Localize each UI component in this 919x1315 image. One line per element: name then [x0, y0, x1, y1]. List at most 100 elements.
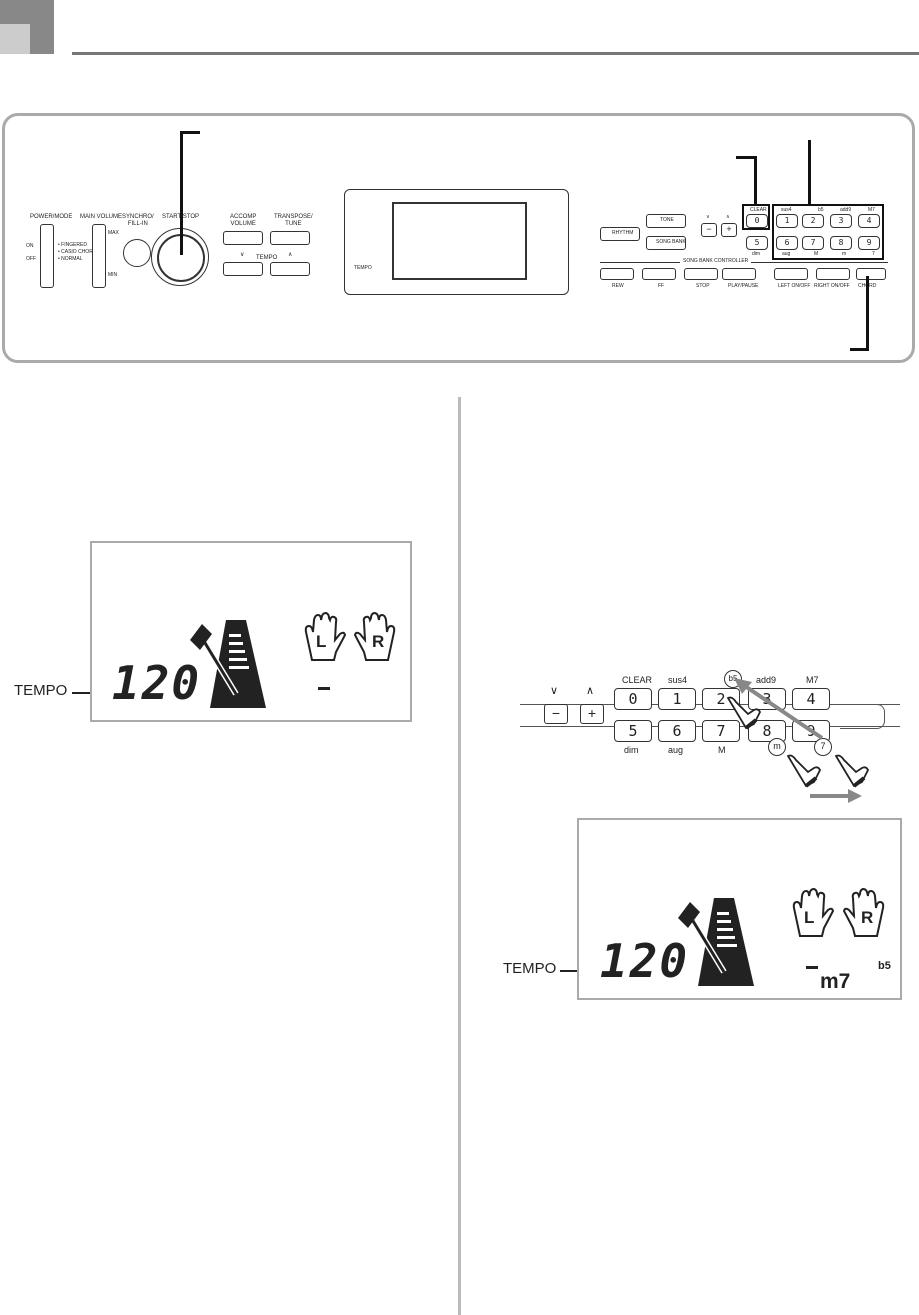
keypad-bracket: [840, 704, 885, 729]
panel-label-m7: M7: [868, 207, 875, 213]
synchro-button[interactable]: [123, 239, 151, 267]
panel-label-aug: aug: [782, 251, 791, 257]
keypad-minus-up-icon: ∨: [550, 685, 559, 697]
panel-label-add9: add9: [840, 207, 852, 213]
left-hand-icon-2: [792, 888, 834, 937]
song-bank-button[interactable]: [646, 236, 686, 250]
keypad-label-aug: aug: [668, 745, 684, 755]
left-on-off-button[interactable]: [774, 268, 808, 280]
left-hand-icon-1: [304, 612, 346, 661]
keypad-key-4[interactable]: 4: [792, 688, 830, 710]
keypad-label-dim: dim: [624, 745, 639, 755]
keypad-plus-up-icon: ∧: [586, 685, 595, 697]
power-mode-switch[interactable]: [40, 224, 54, 288]
lcd-display-1: [90, 541, 412, 722]
volume-max-label: MAX: [108, 230, 119, 236]
main-volume-slider[interactable]: [92, 224, 106, 288]
keyboard-panel: [2, 113, 915, 363]
tempo-label-2: TEMPO: [503, 960, 557, 977]
panel-key-2[interactable]: 2: [802, 214, 824, 228]
rhythm-button[interactable]: [600, 227, 640, 241]
keypad-key-2[interactable]: 2: [702, 688, 740, 710]
panel-minus-button[interactable]: −: [701, 223, 717, 237]
panel-key-9[interactable]: 9: [858, 236, 880, 250]
synchro-label: SYNCHRO/ FILL-IN: [122, 214, 154, 227]
panel-plus-button[interactable]: +: [721, 223, 737, 237]
keypad-label-sus4: sus4: [668, 675, 688, 685]
callout-clear-h: [736, 156, 756, 159]
play-pause-button[interactable]: [722, 268, 756, 280]
metronome-icon-1: [190, 620, 266, 708]
keypad-label-m7: M7: [806, 675, 819, 685]
stop-label: STOP: [696, 283, 710, 289]
right-on-off-button[interactable]: [816, 268, 850, 280]
panel-key-8[interactable]: 8: [830, 236, 852, 250]
lcd-dash-2: [806, 966, 818, 969]
callout-box-chord-keys: [772, 204, 884, 260]
rew-label: REW: [612, 283, 624, 289]
main-volume-label: MAIN VOLUME: [80, 214, 123, 220]
panel-display-screen: [392, 202, 527, 280]
panel-key-6[interactable]: 6: [776, 236, 798, 250]
tempo-value-2: 120: [600, 934, 690, 988]
press-arrow-icon: [734, 678, 824, 740]
keypad-key-1[interactable]: 1: [658, 688, 696, 710]
chord-name: m7: [820, 970, 851, 993]
keypad-circle-7: 7: [814, 738, 832, 756]
panel-display-tempo-label: TEMPO: [354, 265, 372, 271]
stop-button[interactable]: [684, 268, 718, 280]
panel-key-0[interactable]: 0: [746, 214, 768, 228]
keypad-key-6[interactable]: 6: [658, 720, 696, 742]
keypad-plus-button[interactable]: +: [580, 704, 604, 724]
accomp-volume-label: ACCOMP VOLUME: [230, 214, 257, 227]
tempo-down-icon: ∨: [240, 252, 245, 258]
keypad-key-0[interactable]: 0: [614, 688, 652, 710]
rhythm-label: RHYTHM: [612, 230, 634, 236]
tempo-value-1: 120: [112, 656, 202, 710]
panel-plus-up-icon: ∧: [726, 214, 730, 220]
mode-option-normal: • NORMAL: [58, 256, 83, 262]
keypad-key-5[interactable]: 5: [614, 720, 652, 742]
tempo-label: TEMPO: [256, 255, 278, 261]
callout-chord-keys-v: [808, 140, 811, 204]
header-rule: [72, 52, 919, 55]
rew-button[interactable]: [600, 268, 634, 280]
lcd-display-2: [577, 818, 902, 1000]
hand-left-letter-1: L: [316, 632, 327, 651]
song-bank-label: SONG BANK: [656, 239, 686, 245]
panel-label-M: M: [814, 251, 819, 257]
panel-label-b5: b5: [818, 207, 824, 213]
keypad-clear-label: CLEAR: [622, 675, 653, 685]
callout-box-clear: [742, 204, 770, 230]
tone-label: TONE: [660, 217, 674, 223]
hand-left-letter-2: L: [804, 908, 815, 927]
finger-hand-icon-1: [726, 696, 762, 730]
panel-clear-label: CLEAR: [750, 207, 767, 213]
tempo-label-1: TEMPO: [14, 682, 68, 699]
keypad-key-7[interactable]: 7: [702, 720, 740, 742]
keypad-key-8[interactable]: 8: [748, 720, 786, 742]
mode-option-fingered: • FINGERED: [58, 242, 87, 248]
panel-key-1[interactable]: 1: [776, 214, 798, 228]
accomp-volume-button[interactable]: [223, 231, 263, 245]
transpose-button[interactable]: [270, 231, 310, 245]
panel-key-7[interactable]: 7: [802, 236, 824, 250]
keypad-circle-m: m: [768, 738, 786, 756]
ff-button[interactable]: [642, 268, 676, 280]
tempo-up-button[interactable]: [270, 262, 310, 276]
column-divider: [458, 397, 461, 1315]
play-pause-label: PLAY/PAUSE: [728, 283, 759, 289]
tempo-down-button[interactable]: [223, 262, 263, 276]
callout-chord-v: [866, 276, 869, 350]
panel-key-5[interactable]: 5: [746, 236, 768, 250]
tone-button[interactable]: [646, 214, 686, 228]
panel-minus-up-icon: ∨: [706, 214, 710, 220]
keypad-minus-button[interactable]: −: [544, 704, 568, 724]
hand-right-letter-1: R: [372, 632, 385, 651]
panel-key-3[interactable]: 3: [830, 214, 852, 228]
volume-min-label: MIN: [108, 272, 118, 278]
tempo-pointer-2: [560, 970, 577, 972]
panel-key-4[interactable]: 4: [858, 214, 880, 228]
chord-button[interactable]: [856, 268, 886, 280]
panel-label-sus4: sus4: [781, 207, 792, 213]
